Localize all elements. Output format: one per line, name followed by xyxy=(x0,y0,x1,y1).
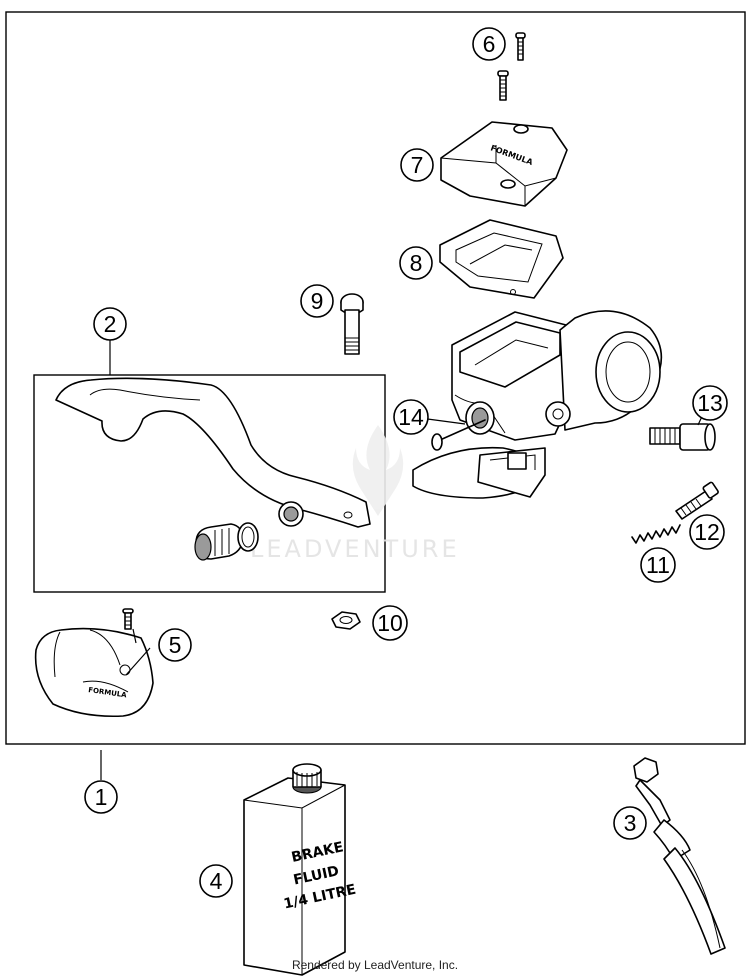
svg-text:11: 11 xyxy=(646,552,670,578)
svg-text:12: 12 xyxy=(694,519,720,545)
callout-4: 4 xyxy=(199,864,233,898)
svg-text:6: 6 xyxy=(483,31,496,57)
lever-bushing xyxy=(194,522,259,561)
brake-fluid-bottle-part-4 xyxy=(243,763,346,976)
callout-12: 12 xyxy=(689,514,725,550)
svg-text:2: 2 xyxy=(104,311,117,337)
svg-text:13: 13 xyxy=(697,390,723,416)
callout-14: 14 xyxy=(393,399,429,435)
svg-text:1: 1 xyxy=(95,784,108,810)
callout-8: 8 xyxy=(399,246,433,280)
watermark-text: LEADVENTURE xyxy=(250,535,460,563)
svg-text:9: 9 xyxy=(311,288,324,314)
callout-7: 7 xyxy=(400,148,434,182)
callout-3: 3 xyxy=(613,806,647,840)
master-cylinder-body xyxy=(451,310,663,441)
callouts: 1 2 3 4 5 6 7 8 xyxy=(84,27,728,898)
brake-fluid-label: BRAKE FLUID 1/4 LITRE xyxy=(282,839,357,912)
bleed-hose-part-3 xyxy=(633,757,726,955)
diaphragm-gasket-part-8 xyxy=(439,219,564,299)
spring-part-11 xyxy=(631,524,681,544)
callout-10: 10 xyxy=(372,605,408,641)
screw-part-6 xyxy=(497,32,526,101)
svg-text:3: 3 xyxy=(624,810,637,836)
footer-credit: Rendered by LeadVenture, Inc. xyxy=(291,958,459,972)
lever-part-2 xyxy=(55,377,371,528)
svg-text:7: 7 xyxy=(411,152,424,178)
callout-5: 5 xyxy=(158,628,192,662)
callout-2: 2 xyxy=(93,307,127,341)
callout-6: 6 xyxy=(472,27,506,61)
watermark: LEADVENTURE xyxy=(250,425,460,563)
nut-part-10 xyxy=(331,611,361,630)
bolt-part-9 xyxy=(340,293,364,355)
svg-text:14: 14 xyxy=(398,404,424,430)
cap-screw-part-13 xyxy=(649,423,716,451)
callout-11: 11 xyxy=(640,547,676,583)
assembly-frame xyxy=(5,11,746,745)
svg-text:4: 4 xyxy=(210,868,223,894)
svg-text:8: 8 xyxy=(410,250,423,276)
reservoir-cover-part-7: FORMULA xyxy=(440,121,568,207)
push-rod-part-14 xyxy=(412,419,546,499)
callout-9: 9 xyxy=(300,284,334,318)
svg-text:5: 5 xyxy=(169,632,182,658)
adjuster-screw-part-12 xyxy=(675,481,719,520)
lever-guard-part-5: FORMULA xyxy=(34,608,154,718)
callout-13: 13 xyxy=(692,385,728,421)
callout-1: 1 xyxy=(84,780,118,814)
svg-text:10: 10 xyxy=(377,610,403,636)
